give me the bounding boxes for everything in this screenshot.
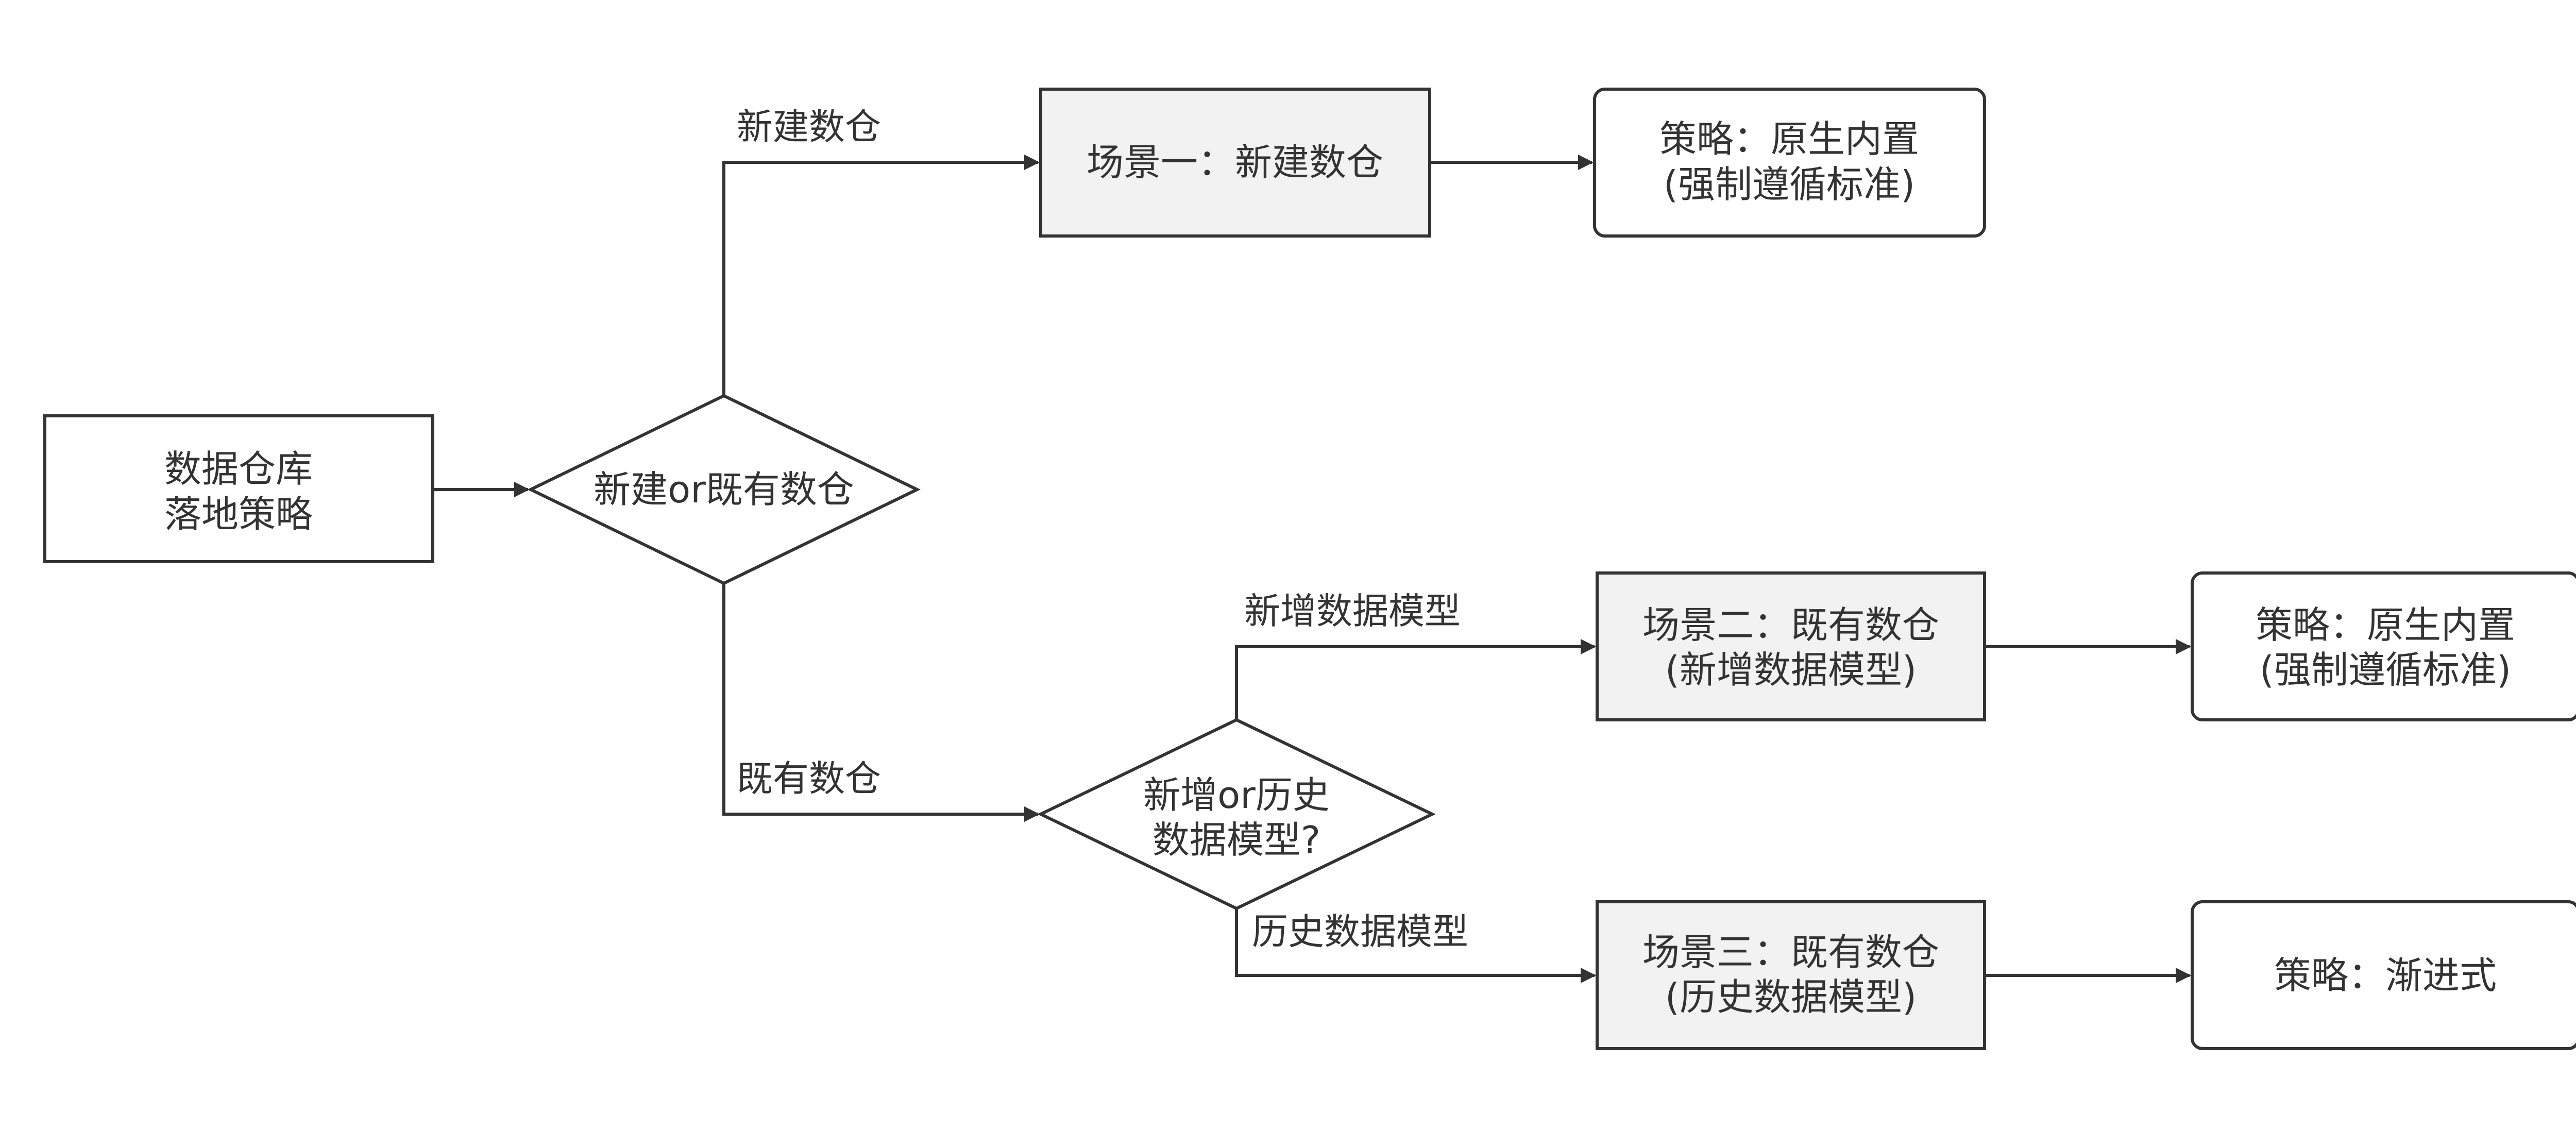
strategy3-node: 策略：渐进式 (2191, 900, 2576, 1050)
strategy1-node: 策略：原生内置 (强制遵循标准) (1593, 88, 1986, 238)
edge-decision2-to-scenario3 (1235, 908, 1596, 983)
strategy3-text: 策略：渐进式 (2274, 954, 2497, 997)
edge-label-history-model: 历史数据模型 (1252, 911, 1468, 953)
decision2-line2: 数据模型? (1153, 818, 1320, 862)
strategy1-line1: 策略：原生内置 (1659, 117, 1919, 161)
edge-label-existing-dw: 既有数仓 (737, 757, 881, 800)
edge-decision2-to-scenario2 (1235, 639, 1596, 719)
strategy2-line2: (强制遵循标准) (2260, 648, 2511, 692)
decision2-line1: 新增or历史 (1143, 773, 1330, 817)
scenario3-line1: 场景三：既有数仓 (1642, 931, 1939, 974)
scenario1-node: 场景一：新建数仓 (1039, 88, 1431, 238)
scenario1-text: 场景一：新建数仓 (1087, 141, 1383, 184)
strategy2-node: 策略：原生内置 (强制遵循标准) (2191, 571, 2576, 721)
edge-decision1-to-scenario1 (722, 155, 1040, 396)
strategy1-line2: (强制遵循标准) (1664, 163, 1915, 206)
edge-label-new-dw: 新建数仓 (737, 106, 881, 148)
scenario2-line1: 场景二：既有数仓 (1642, 603, 1939, 647)
scenario2-node: 场景二：既有数仓 (新增数据模型) (1596, 571, 1986, 721)
start-node-line1: 数据仓库 (164, 447, 313, 491)
start-node-line2: 落地策略 (164, 493, 313, 536)
scenario3-node: 场景三：既有数仓 (历史数据模型) (1596, 900, 1986, 1050)
start-node: 数据仓库 落地策略 (43, 414, 434, 563)
edge-label-new-model: 新增数据模型 (1244, 590, 1461, 632)
scenario2-line2: (新增数据模型) (1665, 648, 1917, 692)
edge-decision1-to-decision2 (722, 583, 1040, 822)
decision-new-or-history-model: 新增or历史 数据模型? (1037, 718, 1436, 911)
decision-new-or-existing: 新建or既有数仓 (527, 394, 921, 585)
strategy2-line1: 策略：原生内置 (2256, 603, 2515, 647)
connectors (433, 155, 2191, 983)
scenario3-line2: (历史数据模型) (1665, 975, 1917, 1019)
decision1-text: 新建or既有数仓 (594, 468, 854, 511)
